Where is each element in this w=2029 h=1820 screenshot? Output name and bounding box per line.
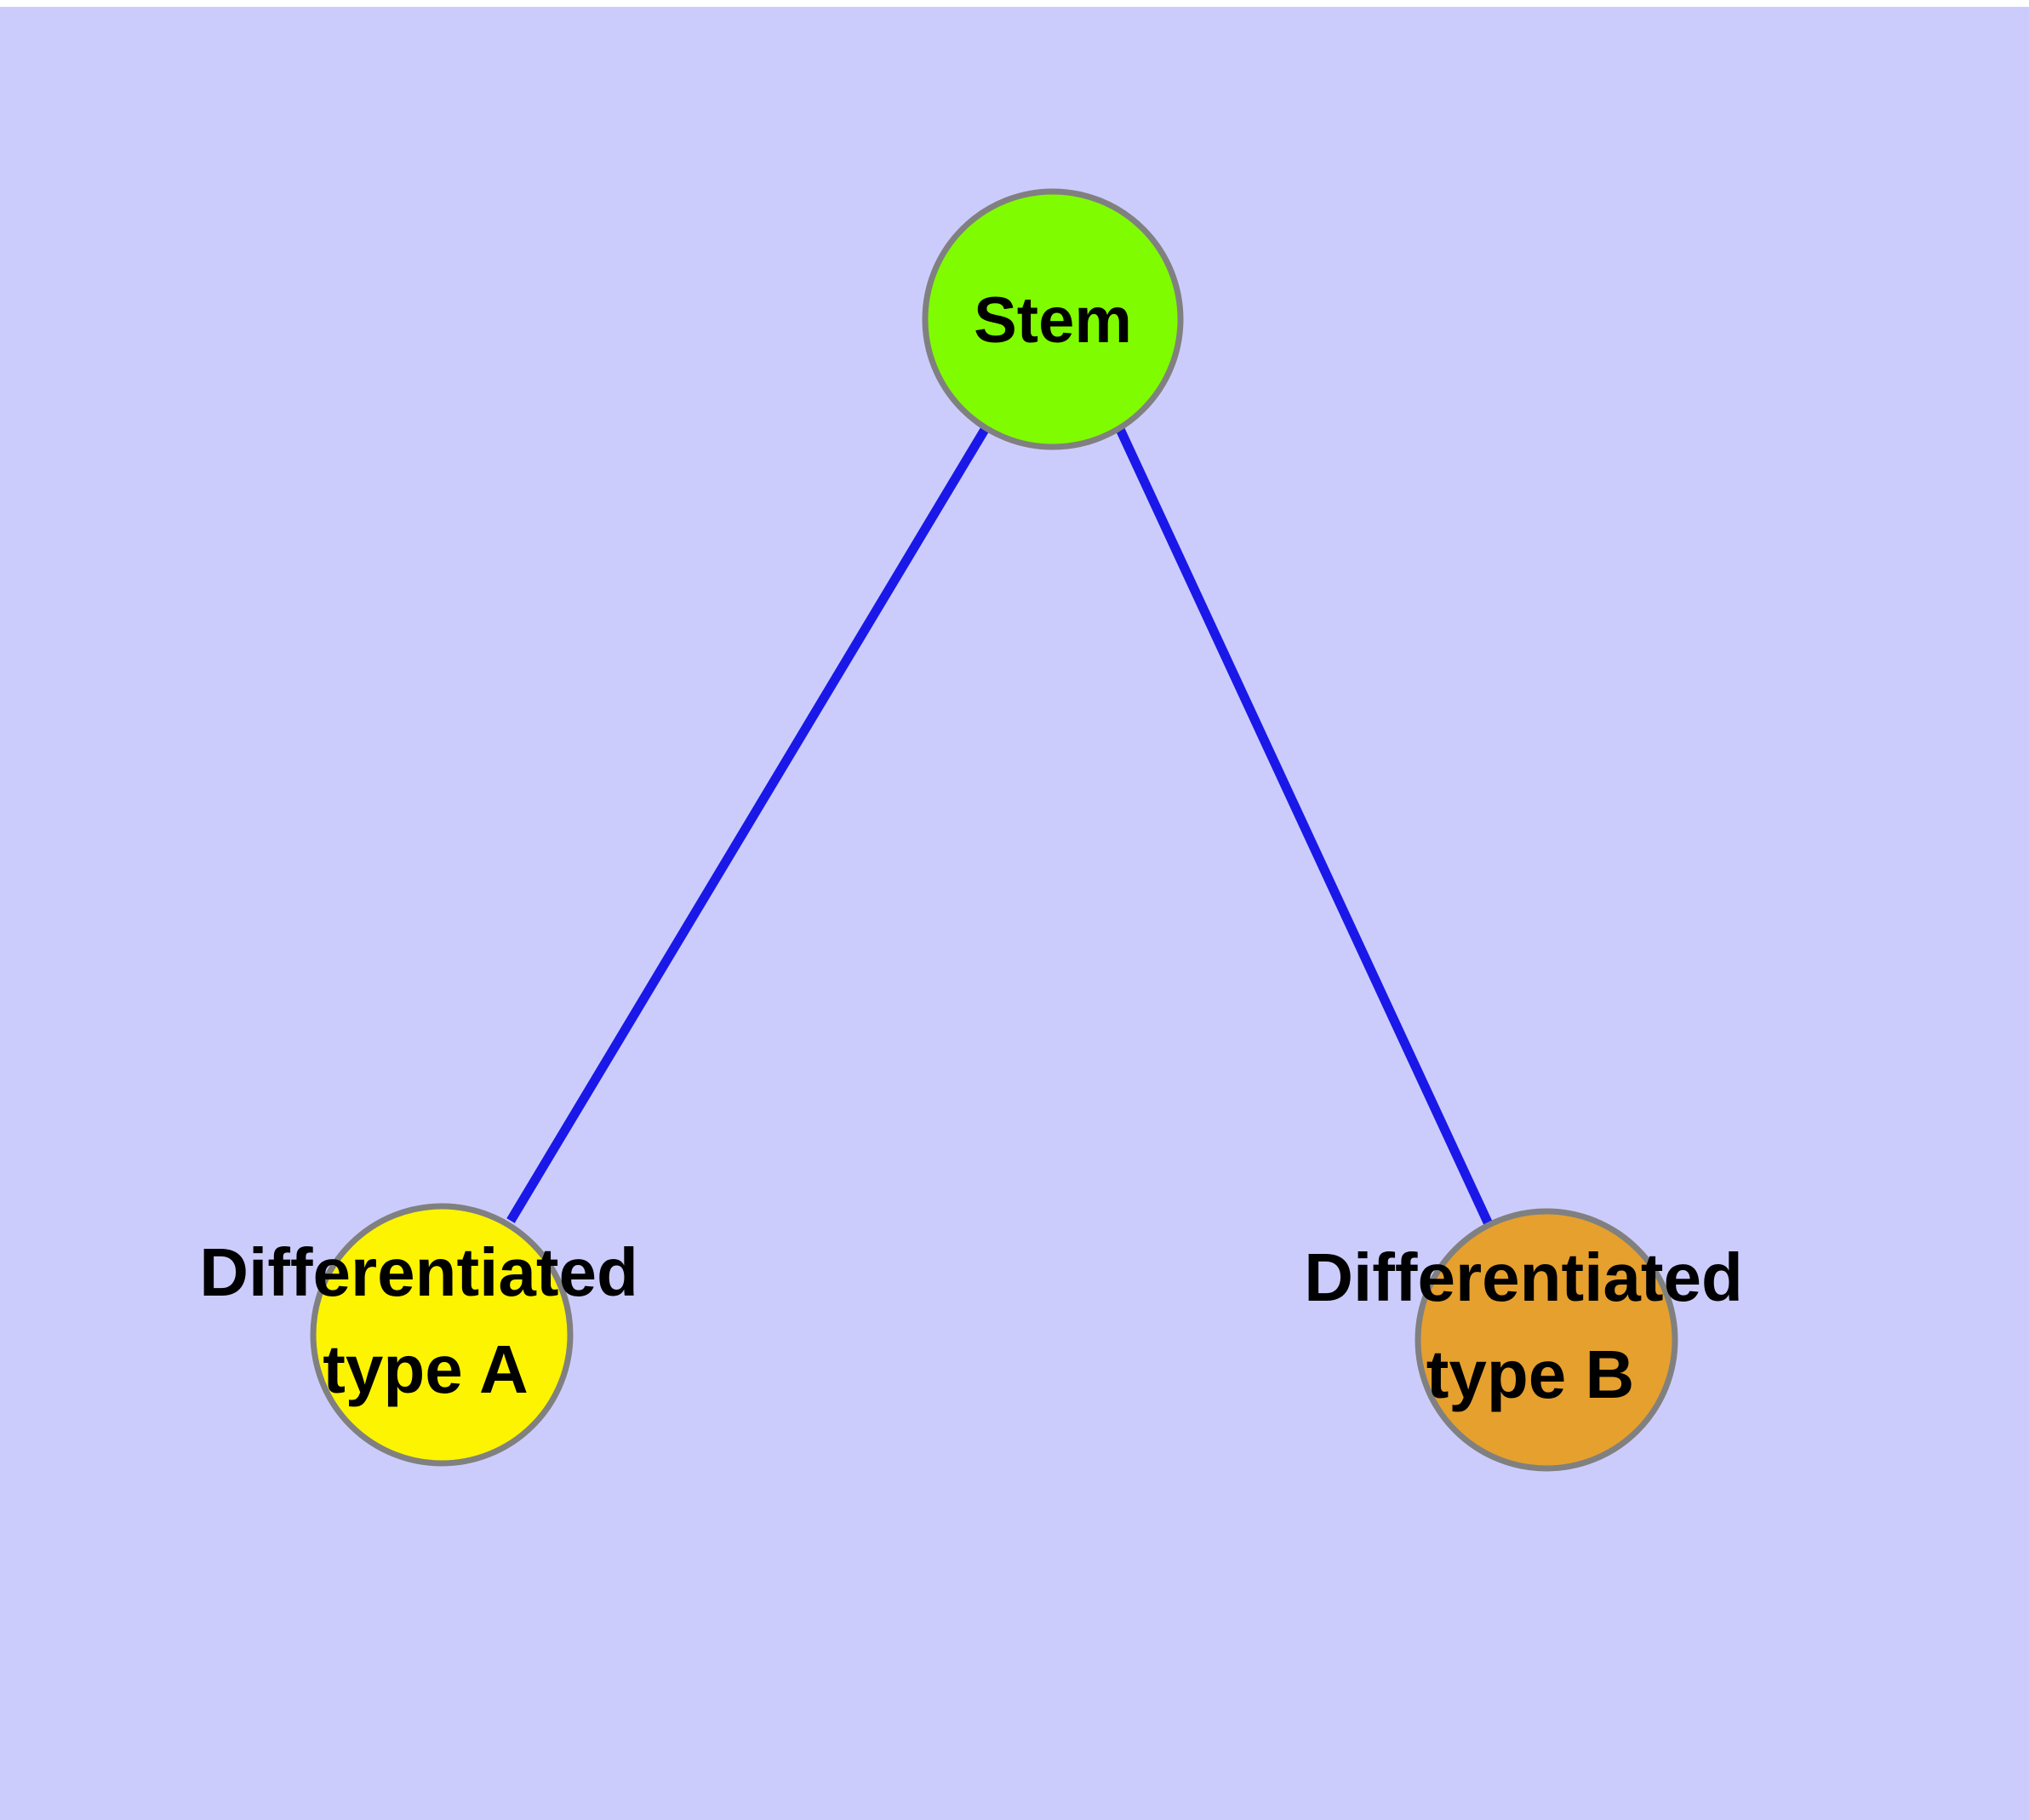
edge-stem-to-diff-b[interactable] <box>1115 425 1493 1227</box>
node-diff-b[interactable] <box>1415 1208 1678 1472</box>
node-stem[interactable] <box>922 188 1184 450</box>
edge-stem-to-diff-a[interactable] <box>506 426 990 1223</box>
node-diff-a-circle[interactable] <box>310 1203 574 1467</box>
node-stem-label: Stem <box>974 284 1132 357</box>
node-diff-b-label-line-1: Differentiated <box>1304 1239 1743 1315</box>
node-layer <box>310 188 1678 1472</box>
node-stem-circle[interactable] <box>922 188 1184 450</box>
node-diff-a-label-line-2: type A <box>323 1331 529 1407</box>
node-diff-a-label-line-1: Differentiated <box>199 1234 638 1310</box>
node-diff-b-label-line-2: type B <box>1426 1336 1635 1412</box>
node-diff-a[interactable] <box>310 1203 574 1467</box>
node-diff-b-circle[interactable] <box>1415 1208 1678 1472</box>
label-layer: Differentiated type A Differentiated typ… <box>199 284 1743 1412</box>
edge-layer <box>506 425 1493 1227</box>
